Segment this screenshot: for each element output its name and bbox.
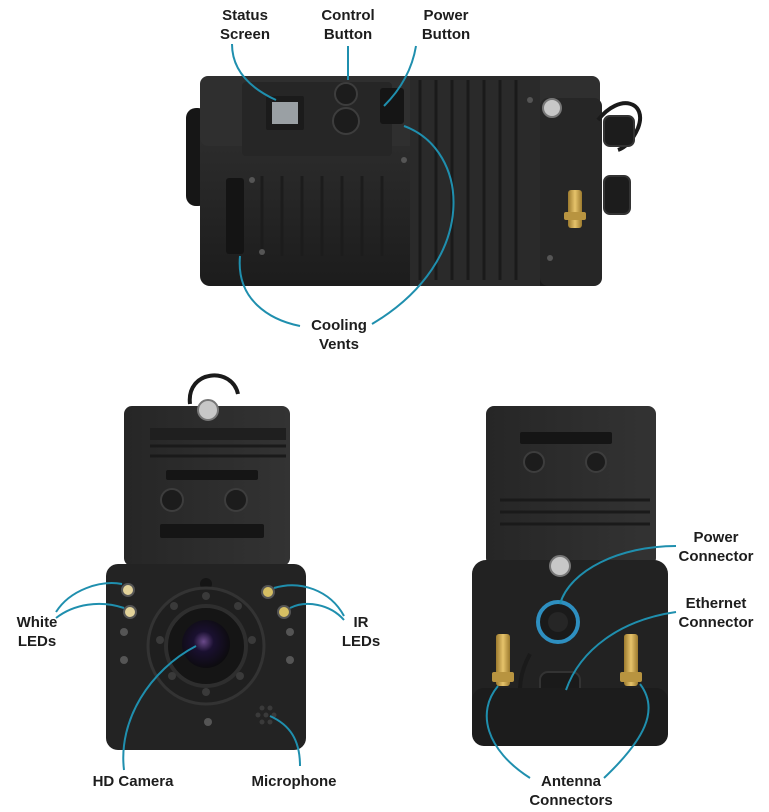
top-device-ribs [410, 76, 540, 286]
leader-hd-camera [122, 645, 197, 771]
antenna-connectors [492, 634, 642, 686]
rear-device [472, 406, 668, 746]
leader-cooling-vents-1 [238, 255, 301, 327]
cable-loop-front [187, 373, 240, 405]
power-button [380, 88, 404, 124]
leader-white-led-1 [55, 582, 123, 613]
leader-cooling-vents-2 [371, 125, 455, 325]
leader-ir-led-1 [273, 584, 345, 617]
screw-top [542, 98, 562, 118]
leader-antenna-left [485, 685, 531, 779]
leader-microphone [269, 715, 301, 767]
white-leds [121, 583, 137, 619]
top-device [186, 76, 642, 286]
label-hd-camera: HD Camera [92, 773, 174, 790]
front-device [106, 373, 306, 750]
leader-power-button [383, 45, 417, 107]
antenna-connector-side [568, 190, 582, 228]
leader-ir-led-2 [289, 603, 345, 621]
leader-power-connector [559, 545, 677, 605]
ir-leds [261, 585, 291, 619]
leader-lines [55, 43, 677, 779]
cooling-vents [226, 176, 384, 256]
control-button [332, 107, 360, 135]
leader-white-led-2 [55, 602, 125, 619]
hd-camera-lens [182, 620, 230, 668]
leader-status-screen [231, 43, 277, 101]
control-button-top [334, 82, 358, 106]
label-microphone: Microphone [251, 773, 337, 790]
leader-antenna-right [603, 683, 650, 779]
leader-ethernet-connector [565, 611, 677, 691]
